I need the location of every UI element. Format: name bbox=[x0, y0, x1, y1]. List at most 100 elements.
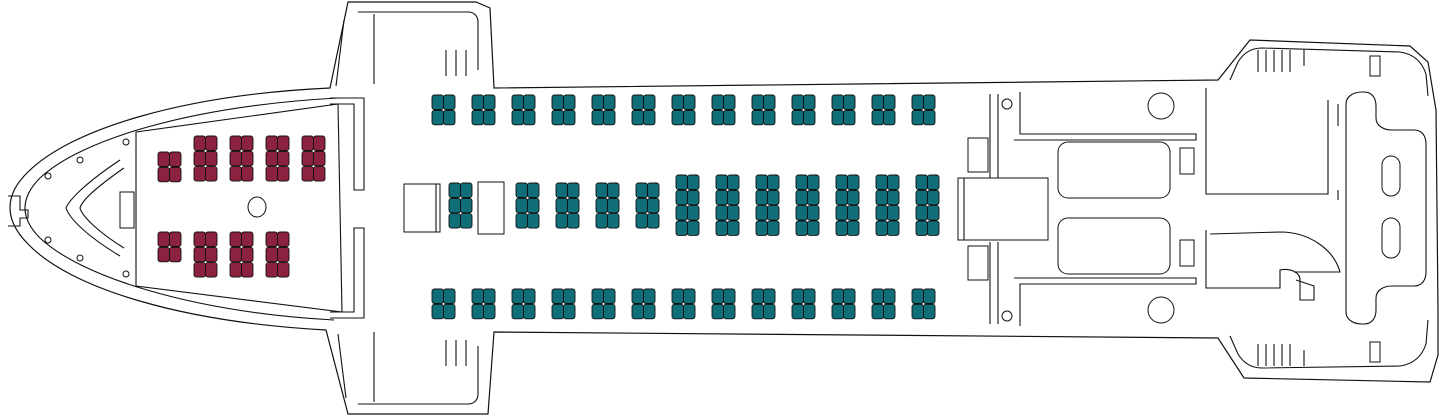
seat[interactable] bbox=[471, 303, 484, 320]
seat[interactable] bbox=[277, 262, 290, 278]
center-seat-group[interactable] bbox=[875, 174, 900, 236]
center-seat-group[interactable] bbox=[715, 174, 740, 236]
seat[interactable] bbox=[871, 94, 884, 110]
seat[interactable] bbox=[647, 213, 660, 229]
seat[interactable] bbox=[671, 94, 684, 110]
seat[interactable] bbox=[755, 174, 768, 190]
seat[interactable] bbox=[915, 205, 928, 221]
seat[interactable] bbox=[595, 197, 608, 214]
seat[interactable] bbox=[647, 197, 660, 214]
window-seat-pair-top[interactable] bbox=[511, 94, 536, 126]
seat[interactable] bbox=[527, 197, 540, 214]
seat[interactable] bbox=[883, 303, 896, 320]
seat[interactable] bbox=[193, 262, 206, 278]
seat[interactable] bbox=[265, 166, 278, 182]
center-seat-group[interactable] bbox=[755, 174, 780, 236]
seat[interactable] bbox=[847, 189, 860, 206]
seat[interactable] bbox=[871, 303, 884, 320]
window-seat-pair-top[interactable] bbox=[711, 94, 736, 126]
center-seat-group[interactable] bbox=[555, 182, 580, 229]
seat[interactable] bbox=[755, 189, 768, 206]
seat[interactable] bbox=[715, 189, 728, 206]
seat[interactable] bbox=[711, 109, 724, 126]
seat[interactable] bbox=[301, 135, 314, 151]
seat[interactable] bbox=[523, 94, 536, 110]
seat[interactable] bbox=[727, 220, 740, 236]
seat[interactable] bbox=[555, 182, 568, 198]
seat[interactable] bbox=[835, 220, 848, 236]
window-seat-pair-top[interactable] bbox=[471, 94, 496, 126]
window-seat-pair-top[interactable] bbox=[751, 94, 776, 126]
seat[interactable] bbox=[460, 213, 473, 229]
seat[interactable] bbox=[843, 288, 856, 304]
seat[interactable] bbox=[763, 94, 776, 110]
window-seat-pair-top[interactable] bbox=[671, 94, 696, 126]
seat[interactable] bbox=[527, 182, 540, 198]
seat[interactable] bbox=[265, 246, 278, 263]
seat[interactable] bbox=[847, 205, 860, 221]
window-seat-pair-bottom[interactable] bbox=[751, 288, 776, 320]
seat[interactable] bbox=[843, 94, 856, 110]
seat[interactable] bbox=[443, 94, 456, 110]
seat[interactable] bbox=[229, 262, 242, 278]
seat[interactable] bbox=[887, 205, 900, 221]
seat[interactable] bbox=[767, 174, 780, 190]
seat[interactable] bbox=[313, 150, 326, 167]
seat[interactable] bbox=[555, 213, 568, 229]
seat[interactable] bbox=[515, 213, 528, 229]
seat[interactable] bbox=[683, 303, 696, 320]
seat[interactable] bbox=[193, 135, 206, 151]
seat[interactable] bbox=[715, 174, 728, 190]
seat[interactable] bbox=[887, 174, 900, 190]
seat[interactable] bbox=[671, 109, 684, 126]
seat[interactable] bbox=[923, 303, 936, 320]
window-seat-pair-top[interactable] bbox=[871, 94, 896, 126]
seat[interactable] bbox=[169, 151, 182, 167]
seat[interactable] bbox=[169, 166, 182, 183]
seat[interactable] bbox=[483, 288, 496, 304]
seat[interactable] bbox=[871, 109, 884, 126]
window-seat-pair-bottom[interactable] bbox=[511, 288, 536, 320]
seat[interactable] bbox=[883, 94, 896, 110]
seat[interactable] bbox=[911, 109, 924, 126]
seat[interactable] bbox=[193, 150, 206, 167]
seat[interactable] bbox=[755, 205, 768, 221]
seat[interactable] bbox=[751, 94, 764, 110]
seat[interactable] bbox=[205, 246, 218, 263]
seat[interactable] bbox=[241, 262, 254, 278]
seat[interactable] bbox=[675, 174, 688, 190]
window-seat-pair-bottom[interactable] bbox=[911, 288, 936, 320]
seat[interactable] bbox=[229, 246, 242, 263]
seat[interactable] bbox=[265, 135, 278, 151]
seat[interactable] bbox=[603, 303, 616, 320]
seat[interactable] bbox=[603, 288, 616, 304]
seat[interactable] bbox=[595, 213, 608, 229]
seat[interactable] bbox=[511, 109, 524, 126]
seat[interactable] bbox=[791, 288, 804, 304]
seat[interactable] bbox=[923, 288, 936, 304]
seat[interactable] bbox=[683, 288, 696, 304]
seat[interactable] bbox=[511, 303, 524, 320]
seat[interactable] bbox=[277, 231, 290, 247]
seat[interactable] bbox=[277, 135, 290, 151]
seat[interactable] bbox=[723, 109, 736, 126]
seat[interactable] bbox=[635, 182, 648, 198]
seat[interactable] bbox=[711, 288, 724, 304]
seat[interactable] bbox=[755, 220, 768, 236]
seat[interactable] bbox=[591, 94, 604, 110]
seat[interactable] bbox=[193, 231, 206, 247]
seat[interactable] bbox=[471, 109, 484, 126]
seat[interactable] bbox=[923, 109, 936, 126]
seat[interactable] bbox=[671, 288, 684, 304]
center-seat-group[interactable] bbox=[795, 174, 820, 236]
seat[interactable] bbox=[683, 109, 696, 126]
seat[interactable] bbox=[807, 205, 820, 221]
seat[interactable] bbox=[460, 182, 473, 198]
seat[interactable] bbox=[205, 135, 218, 151]
seat[interactable] bbox=[157, 151, 170, 167]
seat[interactable] bbox=[687, 205, 700, 221]
seat[interactable] bbox=[603, 109, 616, 126]
seat[interactable] bbox=[157, 166, 170, 183]
seat[interactable] bbox=[791, 94, 804, 110]
seat[interactable] bbox=[523, 303, 536, 320]
